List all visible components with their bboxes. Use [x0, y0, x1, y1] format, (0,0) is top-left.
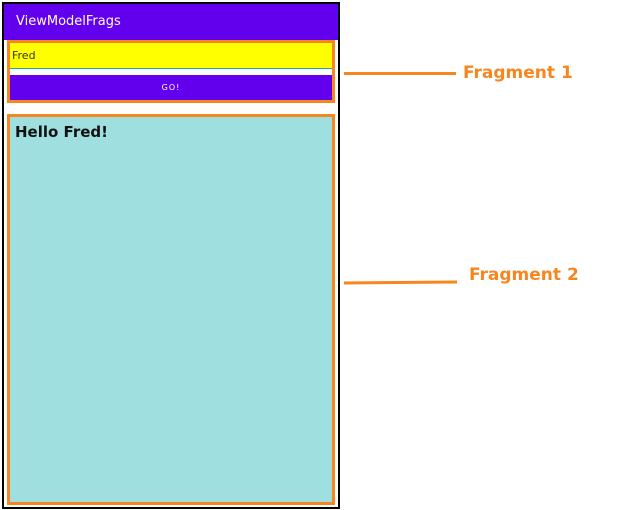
greeting-text: Hello Fred! [15, 123, 108, 141]
go-button[interactable]: GO! [10, 75, 332, 100]
fragment-1-pointer-line [344, 72, 456, 75]
fragment-1-label: Fragment 1 [463, 63, 573, 83]
name-input[interactable] [10, 43, 332, 69]
fragment-2-container: Hello Fred! [7, 114, 335, 505]
fragment-2-pointer-line [343, 280, 458, 285]
fragment-1-container: GO! [7, 40, 335, 103]
fragment-2-label: Fragment 2 [469, 265, 579, 285]
app-title: ViewModelFrags [16, 14, 121, 29]
app-bar: ViewModelFrags [4, 4, 338, 40]
phone-screen: ViewModelFrags GO! Hello Fred! [2, 2, 340, 509]
